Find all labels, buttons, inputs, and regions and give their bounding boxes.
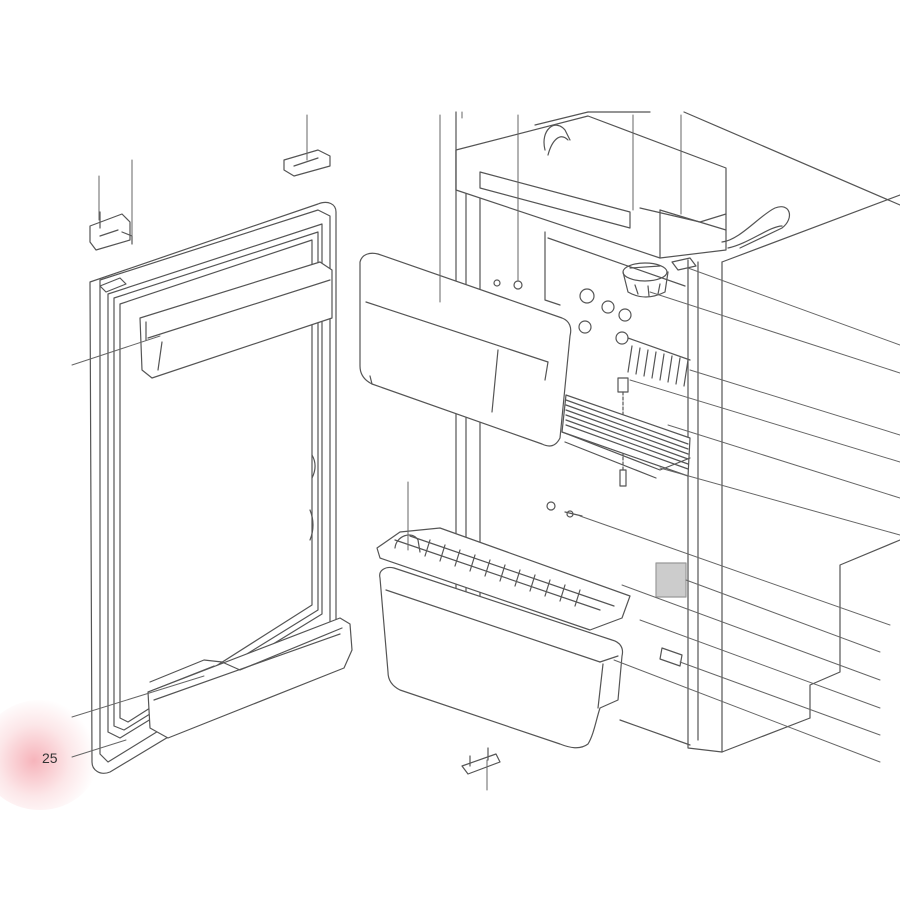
- control-panel: [455, 115, 727, 259]
- door-lower-bin: [147, 617, 353, 739]
- top-hinge-loops: [543, 124, 791, 271]
- door-hinges: [89, 149, 501, 775]
- rating-label-plate: [655, 562, 687, 598]
- highlight-glow: [0, 700, 100, 810]
- callout-label: 25: [42, 750, 58, 766]
- evaporator-fins: [627, 337, 691, 387]
- wire-shelf: [561, 394, 691, 479]
- wall-fittings: [493, 279, 683, 667]
- freezer-door: [359, 252, 572, 447]
- door-upper-bin: [139, 261, 333, 379]
- thermostat-probe: [617, 377, 629, 487]
- leader-lines: [71, 111, 900, 791]
- crisper-bin: [379, 566, 624, 749]
- drip-tray: [376, 527, 631, 631]
- fan-bulb-assembly: [578, 262, 669, 345]
